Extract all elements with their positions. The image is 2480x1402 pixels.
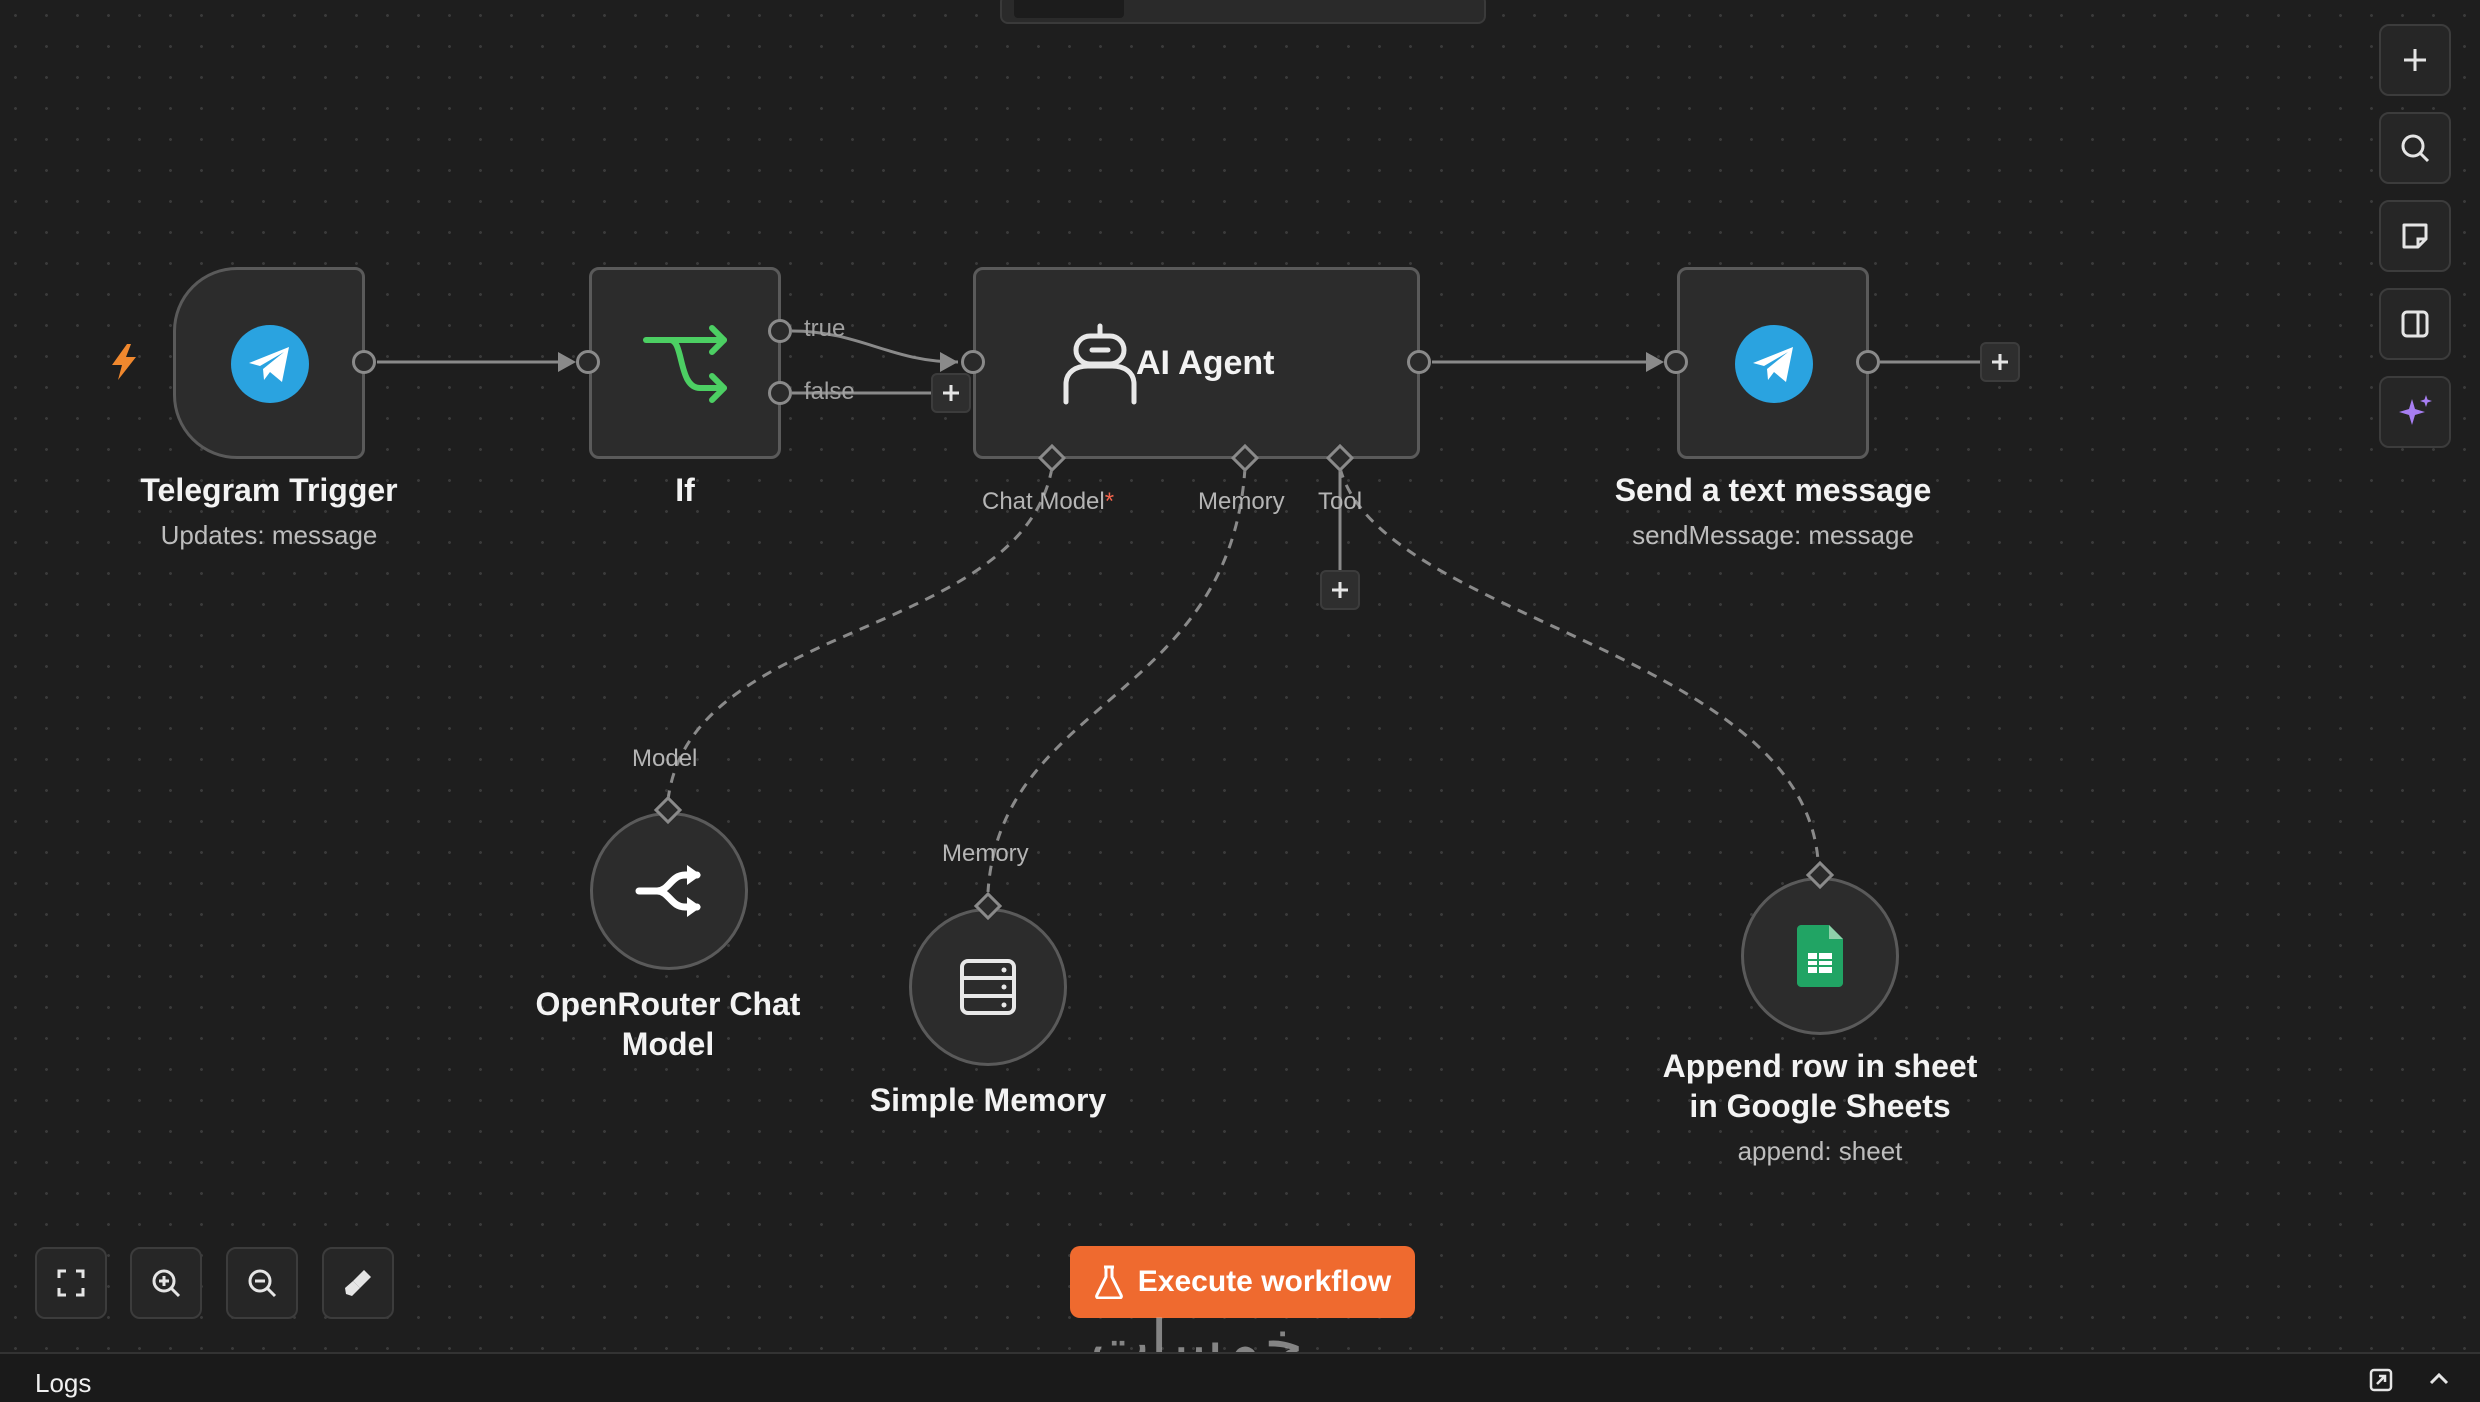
add-sticky-note-button[interactable] xyxy=(2379,200,2451,272)
zoom-in-icon xyxy=(152,1269,181,1298)
if-true-output-handle[interactable] xyxy=(768,319,792,343)
openrouter-title: OpenRouter Chat Model xyxy=(535,986,801,1062)
fit-view-icon xyxy=(57,1269,85,1297)
add-tool-button[interactable] xyxy=(1320,570,1360,610)
google-sheets-icon xyxy=(1797,925,1843,987)
search-button[interactable] xyxy=(2379,112,2451,184)
if-false-output-handle[interactable] xyxy=(768,381,792,405)
plus-icon xyxy=(1992,354,2008,370)
ai-assistant-button[interactable] xyxy=(2379,376,2451,448)
pop-out-icon[interactable] xyxy=(2369,1368,2393,1392)
if-input-handle[interactable] xyxy=(576,350,600,374)
plus-icon xyxy=(2404,49,2426,71)
if-node[interactable] xyxy=(589,267,781,459)
robot-icon xyxy=(1063,323,1137,405)
telegram-trigger-node[interactable] xyxy=(173,267,365,459)
view-tabs xyxy=(1000,0,1486,24)
if-branch-icon xyxy=(643,325,727,403)
add-false-branch-button[interactable] xyxy=(931,373,971,413)
true-branch-label: true xyxy=(804,315,846,342)
tool-port-label: Tool xyxy=(1318,488,1363,515)
telegram-icon xyxy=(1735,325,1813,403)
openrouter-icon xyxy=(635,865,701,917)
send-message-title: Send a text message xyxy=(1614,472,1932,508)
tab-active[interactable] xyxy=(1014,0,1124,18)
telegram-trigger-subtitle: Updates: message xyxy=(160,520,378,550)
ai-agent-output-handle[interactable] xyxy=(1407,350,1431,374)
plus-icon xyxy=(1332,582,1348,598)
simple-memory-port-label: Memory xyxy=(942,840,1029,867)
telegram-icon xyxy=(231,325,309,403)
logs-label: Logs xyxy=(35,1368,92,1398)
send-message-node[interactable] xyxy=(1677,267,1869,459)
google-sheets-subtitle: append: sheet xyxy=(1737,1136,1903,1166)
ai-agent-node[interactable]: AI Agent xyxy=(973,267,1420,459)
openrouter-chat-model-node[interactable] xyxy=(590,812,748,970)
toggle-panel-button[interactable] xyxy=(2379,288,2451,360)
chat-model-port-label: Chat Model* xyxy=(982,488,1115,515)
telegram-trigger-output-handle[interactable] xyxy=(352,350,376,374)
tidy-up-icon xyxy=(345,1270,371,1296)
google-sheets-node[interactable] xyxy=(1741,877,1899,1035)
bolt-icon xyxy=(112,344,136,380)
add-next-node-button[interactable] xyxy=(1980,342,2020,382)
simple-memory-node[interactable] xyxy=(909,908,1067,1066)
execute-workflow-button[interactable]: Execute workflow xyxy=(1070,1246,1415,1318)
sticky-note-icon xyxy=(2402,223,2428,249)
tidy-up-button[interactable] xyxy=(322,1247,394,1319)
send-message-subtitle: sendMessage: message xyxy=(1632,520,1914,550)
memory-port-label: Memory xyxy=(1198,488,1285,515)
zoom-out-icon xyxy=(248,1269,277,1298)
fit-view-button[interactable] xyxy=(35,1247,107,1319)
chevron-up-icon[interactable] xyxy=(2428,1371,2450,1387)
ai-agent-title: AI Agent xyxy=(1136,344,1275,382)
panel-icon xyxy=(2401,310,2429,338)
if-title: If xyxy=(675,472,695,508)
ai-agent-input-handle[interactable] xyxy=(961,350,985,374)
main-connections xyxy=(377,329,1980,570)
send-message-output-handle[interactable] xyxy=(1856,350,1880,374)
zoom-in-button[interactable] xyxy=(130,1247,202,1319)
search-icon xyxy=(2401,134,2430,163)
execute-workflow-label: Execute workflow xyxy=(1137,1265,1392,1298)
plus-icon xyxy=(943,385,959,401)
logs-panel-bar[interactable]: Logs xyxy=(0,1352,2480,1402)
openrouter-port-label: Model xyxy=(632,745,698,772)
flask-icon xyxy=(1094,1265,1123,1299)
send-message-input-handle[interactable] xyxy=(1664,350,1688,374)
sparkles-icon xyxy=(2399,395,2432,425)
google-sheets-title: Append row in sheet in Google Sheets xyxy=(1662,1048,1978,1124)
add-node-button[interactable] xyxy=(2379,24,2451,96)
simple-memory-title: Simple Memory xyxy=(869,1082,1107,1118)
false-branch-label: false xyxy=(804,378,855,405)
zoom-out-button[interactable] xyxy=(226,1247,298,1319)
telegram-trigger-title: Telegram Trigger xyxy=(140,472,398,508)
database-icon xyxy=(960,959,1016,1015)
sub-connections xyxy=(666,467,1820,893)
